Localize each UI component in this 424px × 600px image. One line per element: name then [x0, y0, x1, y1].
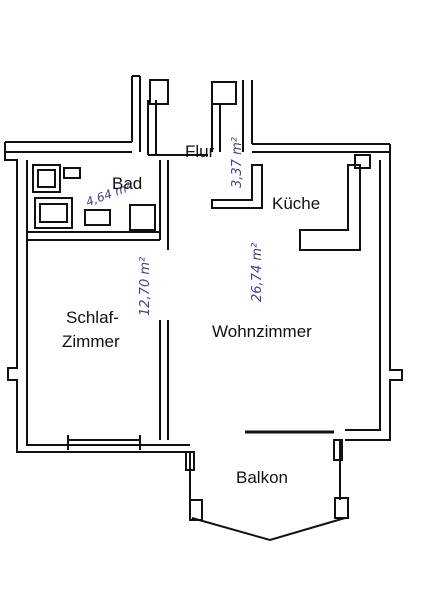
door-right: [211, 81, 237, 105]
room-label-bad: Bad: [112, 174, 143, 193]
room-label-schlafzimmer-1: Schlaf-: [66, 308, 119, 327]
east-wall: [345, 144, 403, 441]
room-label-flur: Flur: [185, 142, 215, 161]
bathtub: [32, 164, 61, 193]
room-label-kueche: Küche: [272, 194, 321, 213]
schlaf-wohn-wall-lower: [159, 320, 169, 440]
bad-partition: [27, 231, 160, 241]
flur-left-wall: [147, 100, 208, 156]
balkon-post-right: [334, 497, 349, 519]
balkon-post-left: [189, 499, 203, 521]
kueche-wall: [211, 164, 263, 209]
north-wall-right: [242, 80, 390, 153]
area-schlafzimmer: 12,70 m²: [138, 256, 153, 316]
north-wall: [5, 75, 141, 153]
east-wall-inner: [345, 160, 381, 431]
kueche-counter: [299, 164, 361, 251]
sink: [34, 197, 73, 229]
west-wall: [4, 142, 190, 453]
balkon-outline: [189, 440, 346, 542]
room-label-balkon: Balkon: [236, 468, 288, 487]
west-wall-inner: [26, 160, 190, 446]
front-door: [149, 79, 169, 105]
flur-right-wall: [211, 104, 221, 152]
room-label-wohnzimmer: Wohnzimmer: [212, 322, 312, 341]
window-schlaf: [67, 435, 141, 450]
area-flur: 3,37 m²: [230, 137, 245, 188]
toilet: [63, 167, 81, 179]
bath-cabinet: [84, 209, 111, 226]
balkon-post-mid: [185, 439, 343, 471]
bath-shelf: [129, 204, 156, 231]
kueche-fridge: [354, 154, 371, 169]
area-wohnzimmer: 26,74 m²: [250, 242, 265, 302]
schlaf-wohn-wall: [159, 160, 169, 250]
room-label-schlafzimmer-2: Zimmer: [62, 332, 120, 351]
